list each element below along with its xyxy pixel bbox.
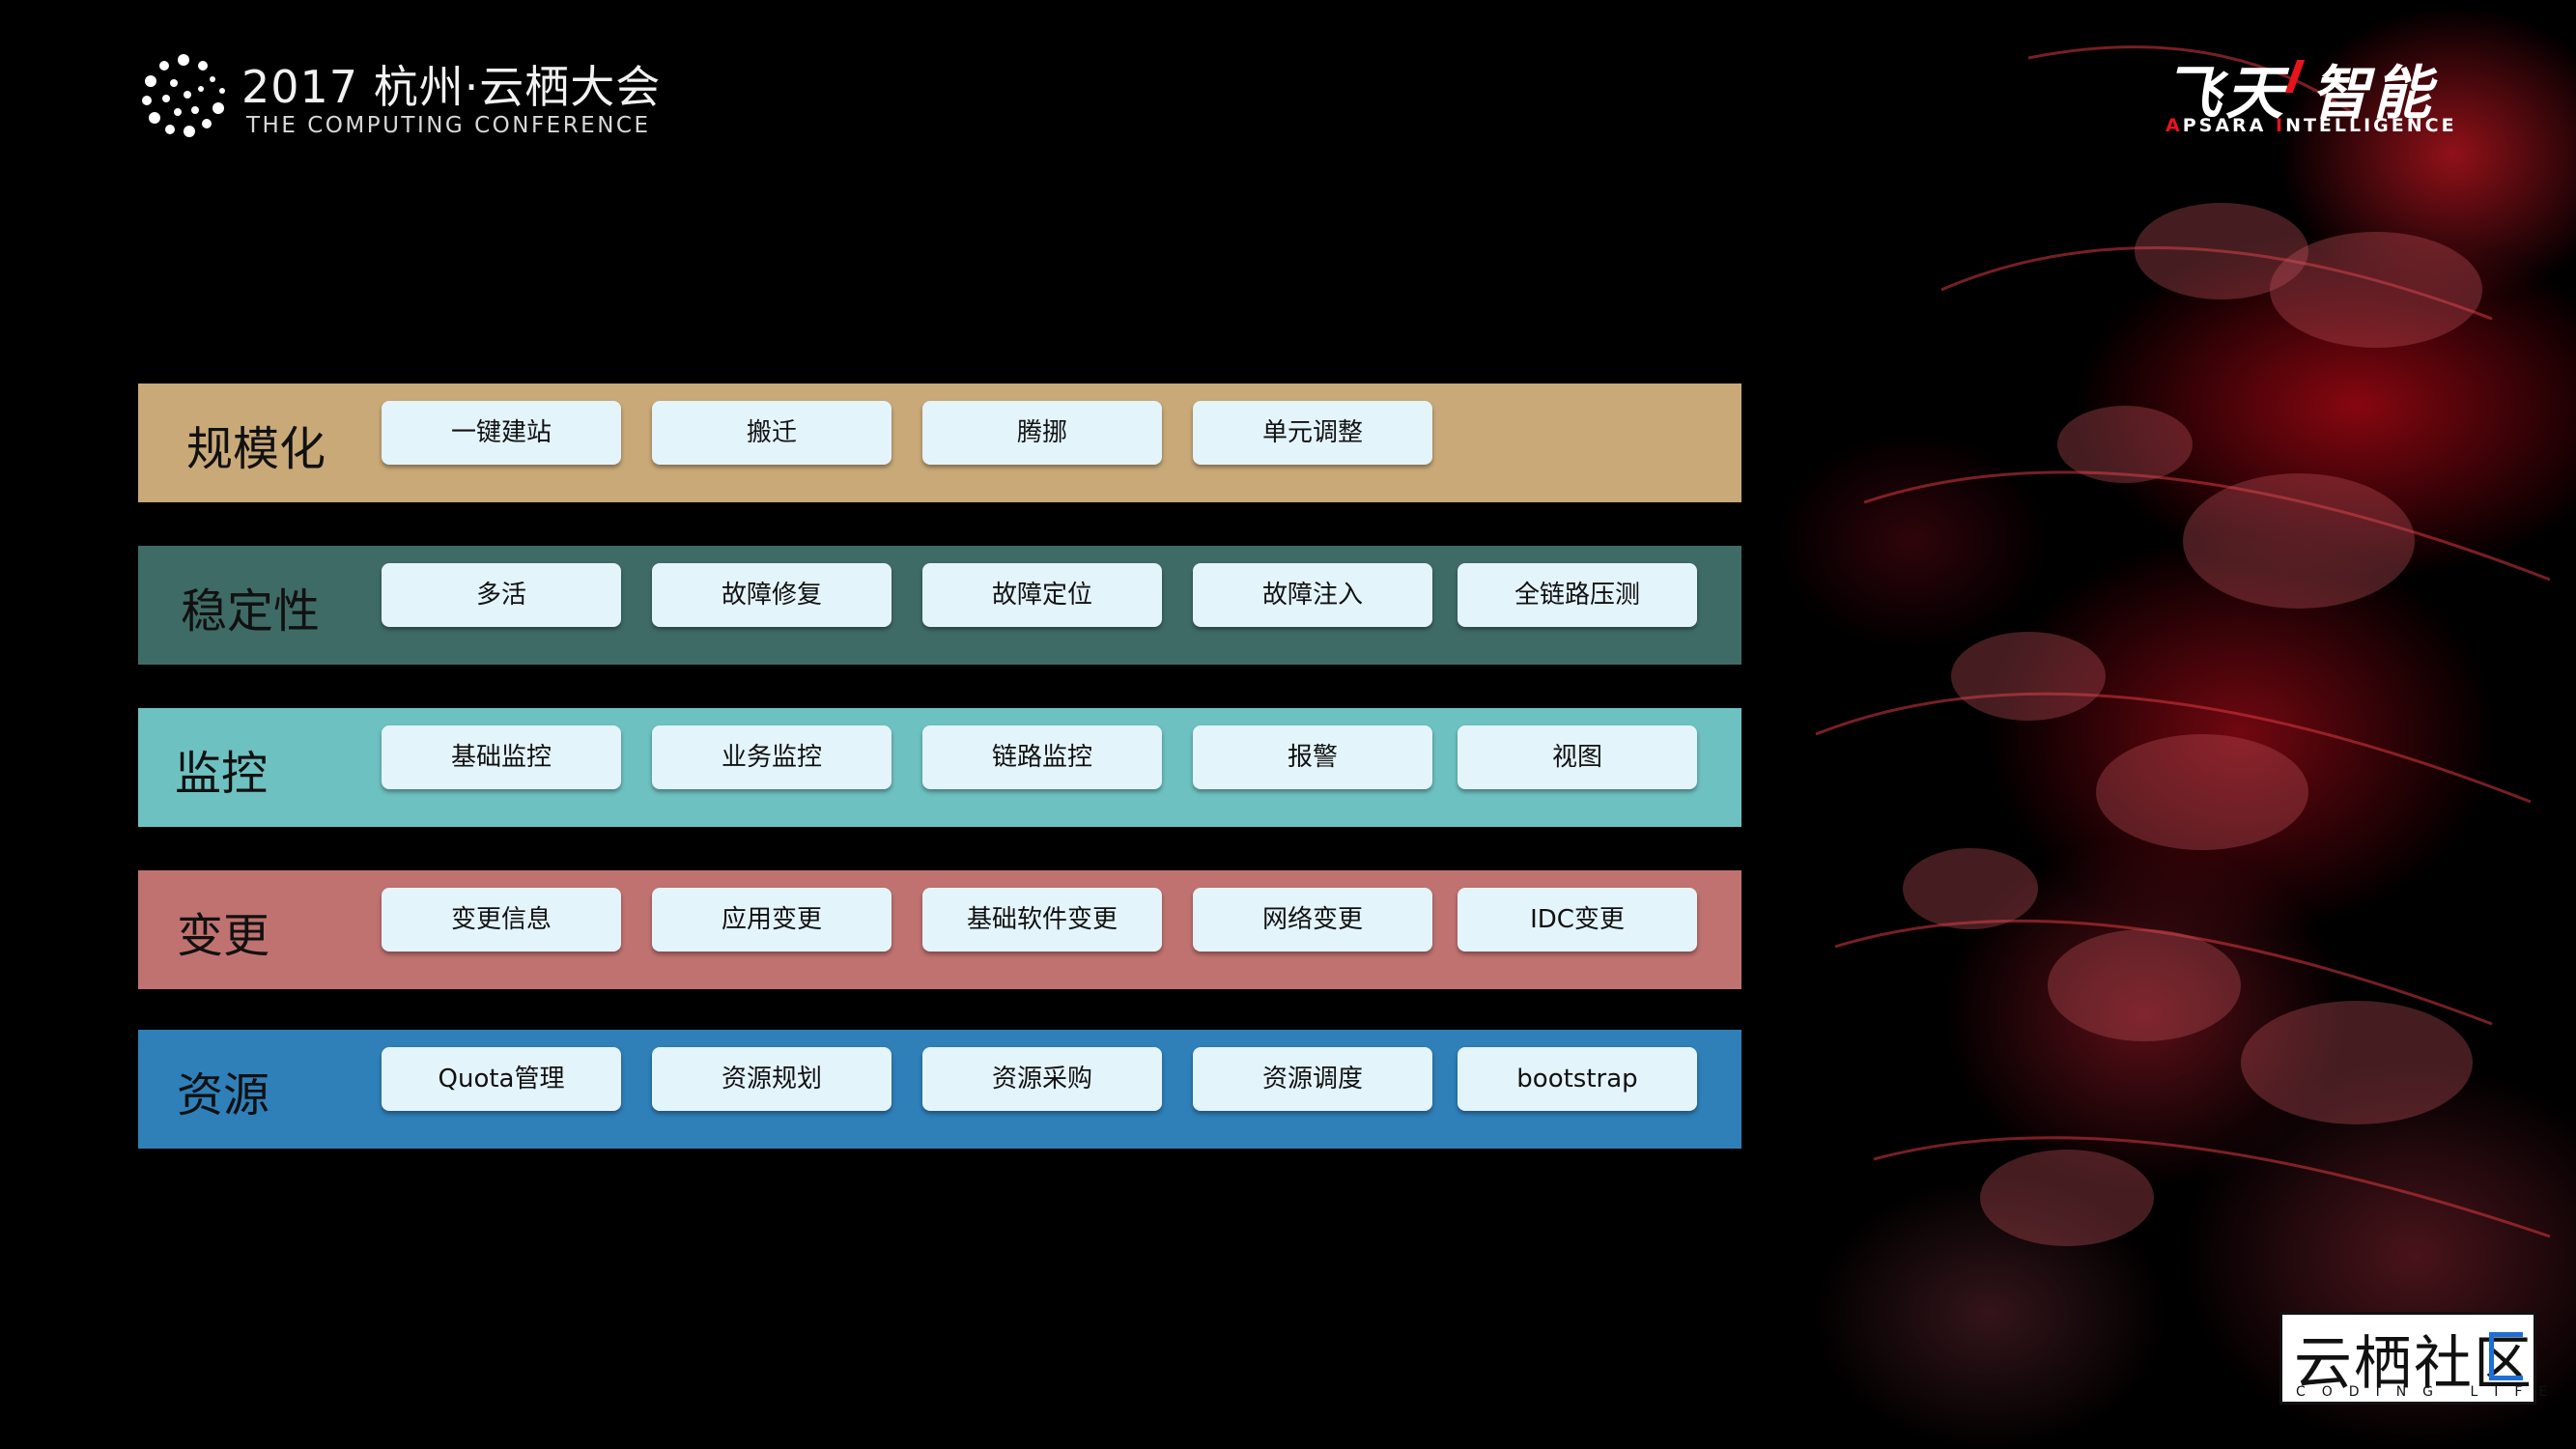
- conference-subtitle: THE COMPUTING CONFERENCE: [246, 113, 651, 138]
- category-row: 变更 变更信息应用变更基础软件变更网络变更 IDC变更: [138, 870, 1741, 989]
- capability-chip[interactable]: 资源调度: [1193, 1047, 1432, 1111]
- capability-chip[interactable]: 基础软件变更: [922, 888, 1162, 952]
- capability-chip[interactable]: 故障修复: [652, 563, 892, 627]
- red-particle-wave-artwork: [1623, 0, 2576, 1449]
- capability-chip[interactable]: 腾挪: [922, 401, 1162, 465]
- capability-chip[interactable]: 单元调整: [1193, 401, 1432, 465]
- capability-chip[interactable]: 网络变更: [1193, 888, 1432, 952]
- conference-logo-icon: [137, 50, 230, 139]
- capability-chip[interactable]: 业务监控: [652, 725, 892, 789]
- brand-subtitle-accent-i: I: [2276, 115, 2285, 136]
- capability-chip[interactable]: Quota管理: [382, 1047, 621, 1111]
- capability-chip[interactable]: IDC变更: [1458, 888, 1697, 952]
- capability-chip[interactable]: 链路监控: [922, 725, 1162, 789]
- capability-chip[interactable]: 故障注入: [1193, 563, 1432, 627]
- conference-title: 2017 杭州·云栖大会: [241, 52, 661, 116]
- capability-chip[interactable]: 基础监控: [382, 725, 621, 789]
- row-label: 监控: [175, 735, 268, 803]
- category-row: 稳定性多活故障修复故障定位故障注入全链路压测: [138, 546, 1741, 665]
- capability-chip[interactable]: 资源规划: [652, 1047, 892, 1111]
- brand-subtitle-accent-a: A: [2166, 115, 2183, 136]
- capability-chip[interactable]: 变更信息: [382, 888, 621, 952]
- community-tagline: CODING LIFE: [2296, 1384, 2563, 1400]
- category-row: 规模化一键建站搬迁腾挪单元调整: [138, 384, 1741, 502]
- community-badge: 云栖社区 CODING LIFE: [2279, 1312, 2536, 1405]
- row-label: 规模化: [186, 411, 326, 478]
- brand-subtitle: APSARA INTELLIGENCE: [2166, 115, 2457, 136]
- capability-chip[interactable]: 应用变更: [652, 888, 892, 952]
- capability-chip[interactable]: 多活: [382, 563, 621, 627]
- capability-chip[interactable]: 资源采购: [922, 1047, 1162, 1111]
- row-label: 稳定性: [181, 573, 320, 640]
- capability-chip[interactable]: 搬迁: [652, 401, 892, 465]
- category-row: 监控 基础监控业务监控链路监控报警视图: [138, 708, 1741, 827]
- row-label: 资源: [177, 1057, 269, 1124]
- capability-chip[interactable]: 故障定位: [922, 563, 1162, 627]
- capability-chip[interactable]: 一键建站: [382, 401, 621, 465]
- capability-chip[interactable]: 报警: [1193, 725, 1432, 789]
- capability-chip[interactable]: bootstrap: [1458, 1047, 1697, 1111]
- community-mark-icon: [2489, 1332, 2523, 1380]
- brand-subtitle-part-1: PSARA: [2183, 115, 2276, 136]
- capability-chip[interactable]: 视图: [1458, 725, 1697, 789]
- capability-chip[interactable]: 全链路压测: [1458, 563, 1697, 627]
- brand-subtitle-part-2: NTELLIGENCE: [2285, 115, 2457, 136]
- category-row: 资源 Quota管理资源规划资源采购资源调度 bootstrap: [138, 1030, 1741, 1149]
- row-label: 变更: [177, 897, 269, 965]
